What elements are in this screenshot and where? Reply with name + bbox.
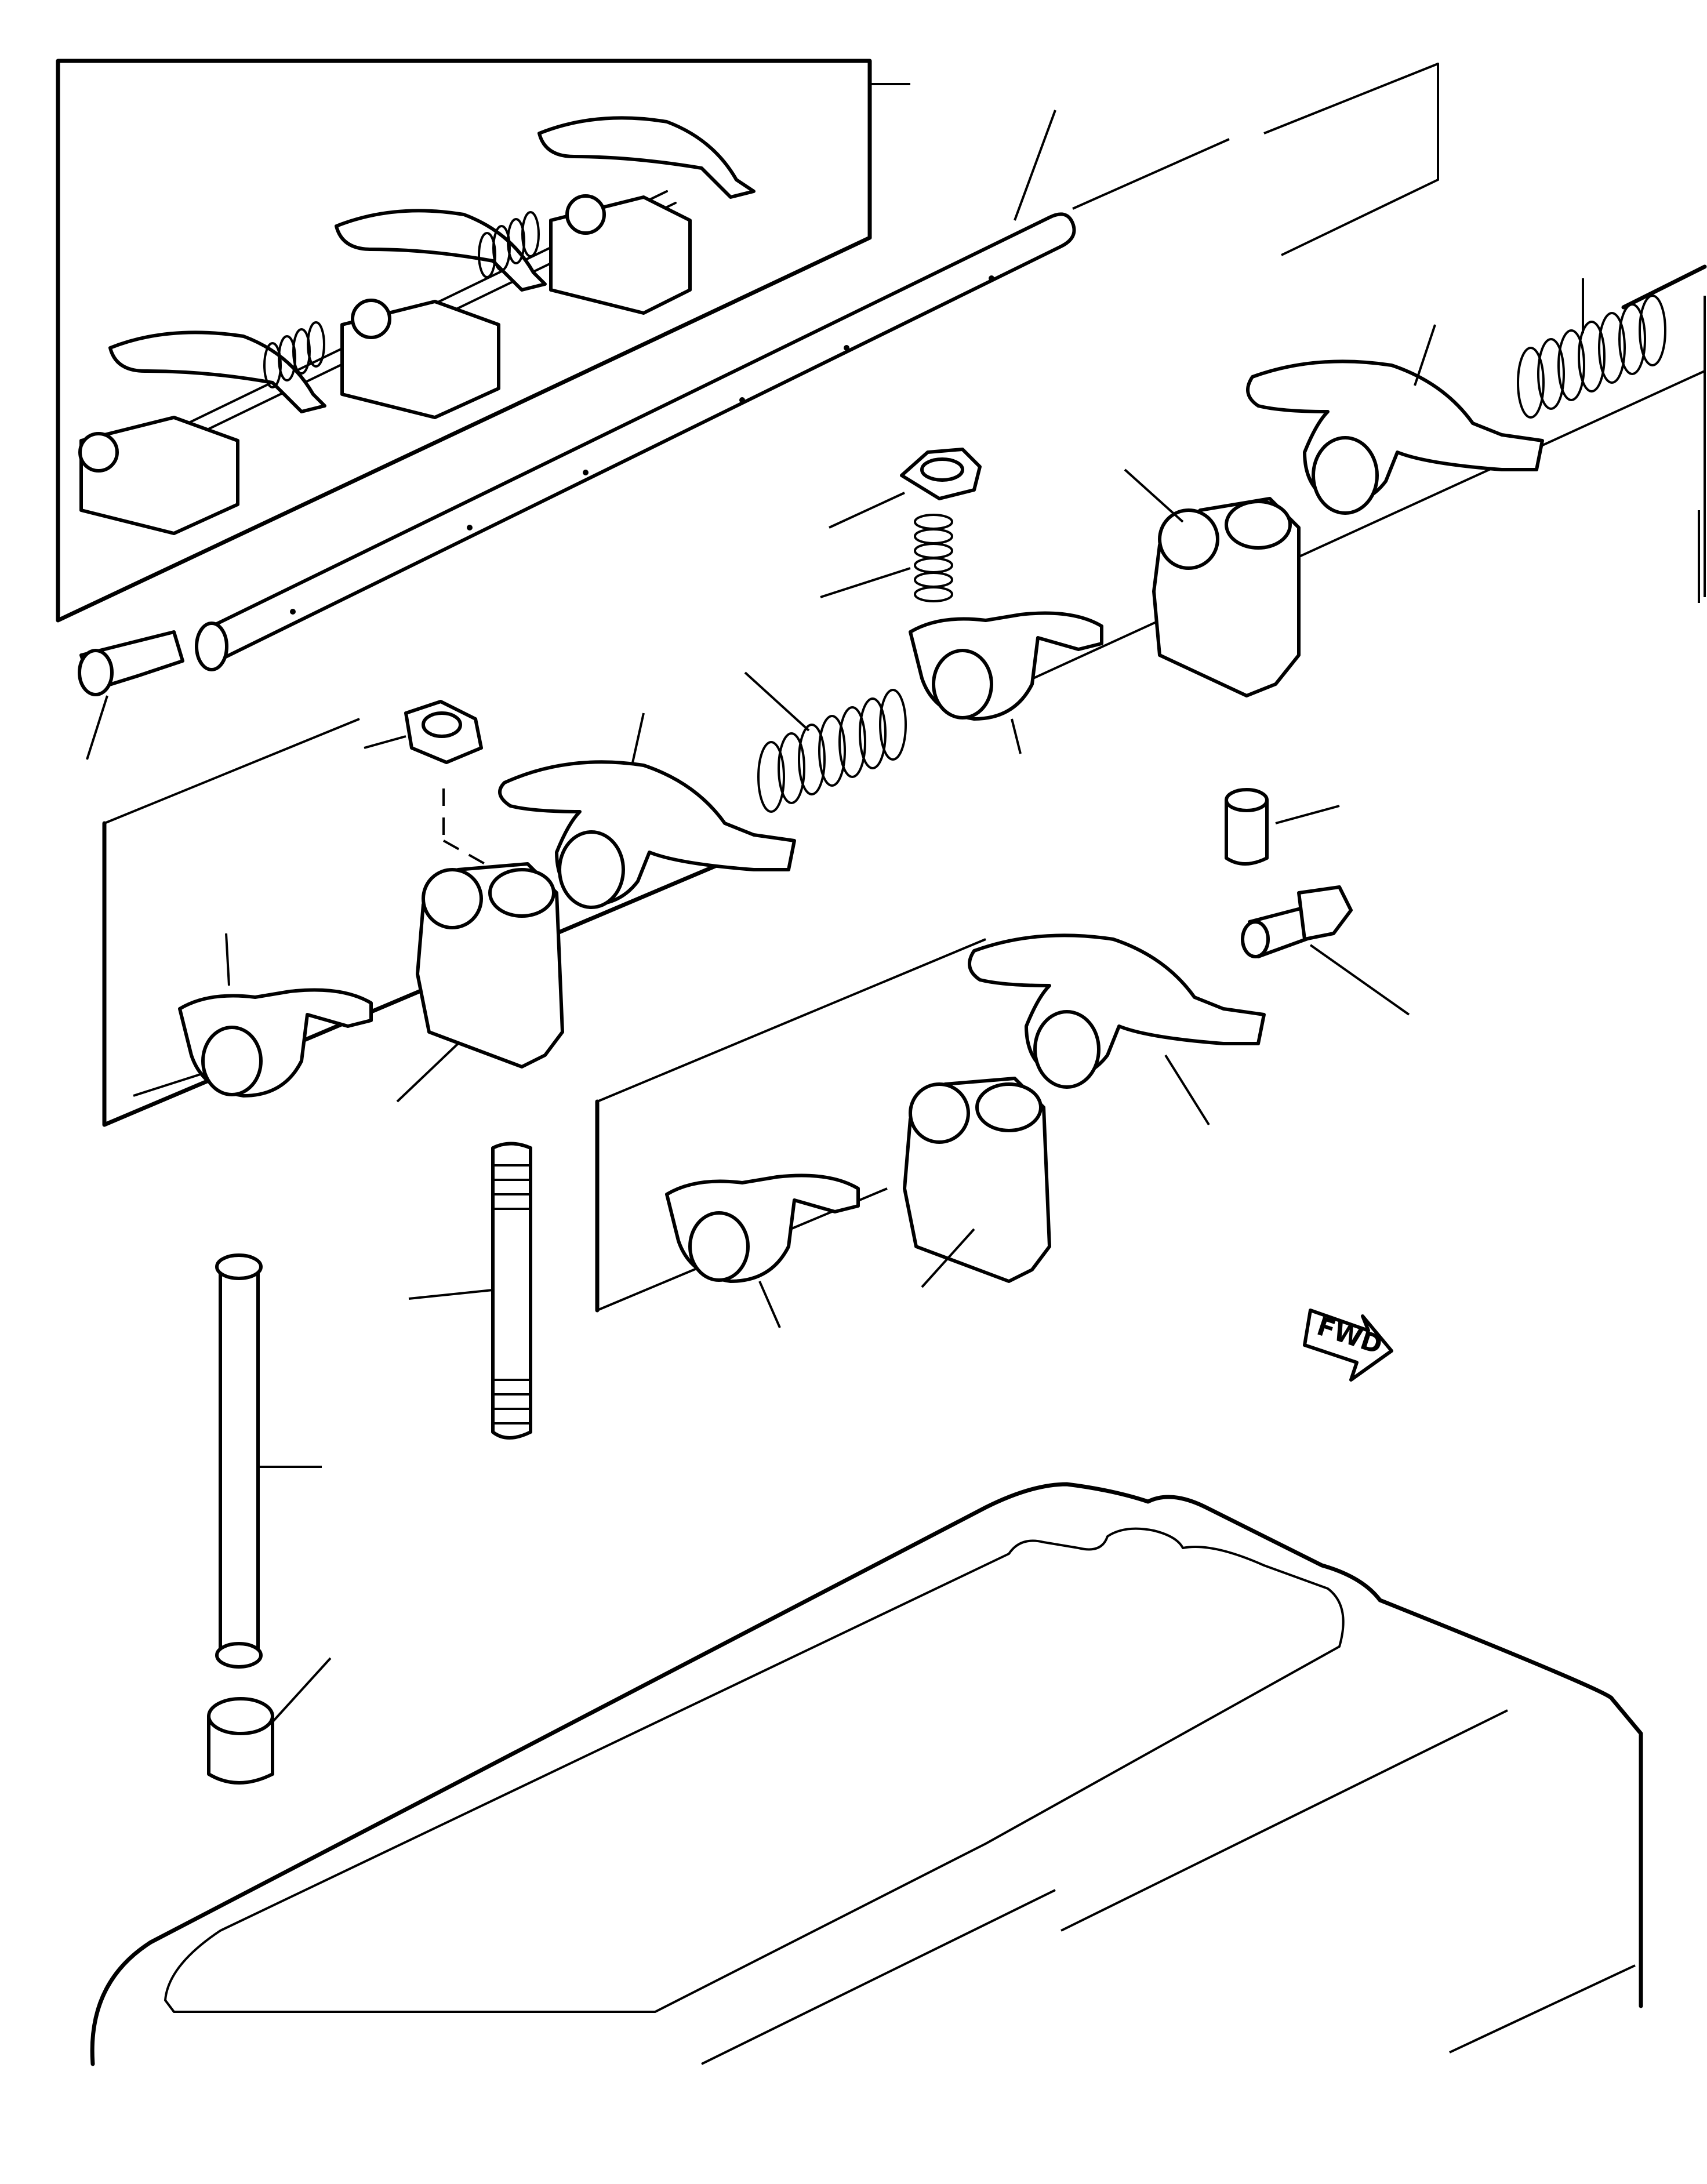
tappet [207, 1657, 332, 1785]
dowel-pin [1225, 788, 1340, 866]
adjuster-nut [364, 700, 517, 882]
rocker-arm-right [1246, 324, 1544, 515]
cylinder-head-outline [90, 1482, 1643, 2066]
rocker-spring-right [1517, 278, 1666, 419]
forward-direction-arrow: FWD [1303, 1309, 1393, 1382]
assembled-rocker-assembly-inset [56, 59, 910, 623]
bracket-bolt [1241, 885, 1410, 1016]
adjusting-screw [820, 448, 982, 602]
rocker-arm-lower [968, 933, 1266, 1126]
rocker-arm-left [498, 713, 796, 909]
rocker-bracket-right [1124, 468, 1301, 697]
rocker-lever-center [909, 611, 1103, 754]
shaft-plug-bolt [78, 630, 184, 760]
rocker-lever-left [133, 933, 373, 1098]
rocker-shaft [195, 110, 1076, 671]
rocker-lever-lower [665, 1173, 860, 1328]
rocker-bracket-left [396, 862, 564, 1103]
centre-line [1072, 63, 1439, 256]
rocker-bracket-lower [903, 1077, 1051, 1288]
push-rod [215, 1253, 322, 1669]
stud [408, 1142, 532, 1440]
rocker-spring-left [744, 671, 907, 813]
